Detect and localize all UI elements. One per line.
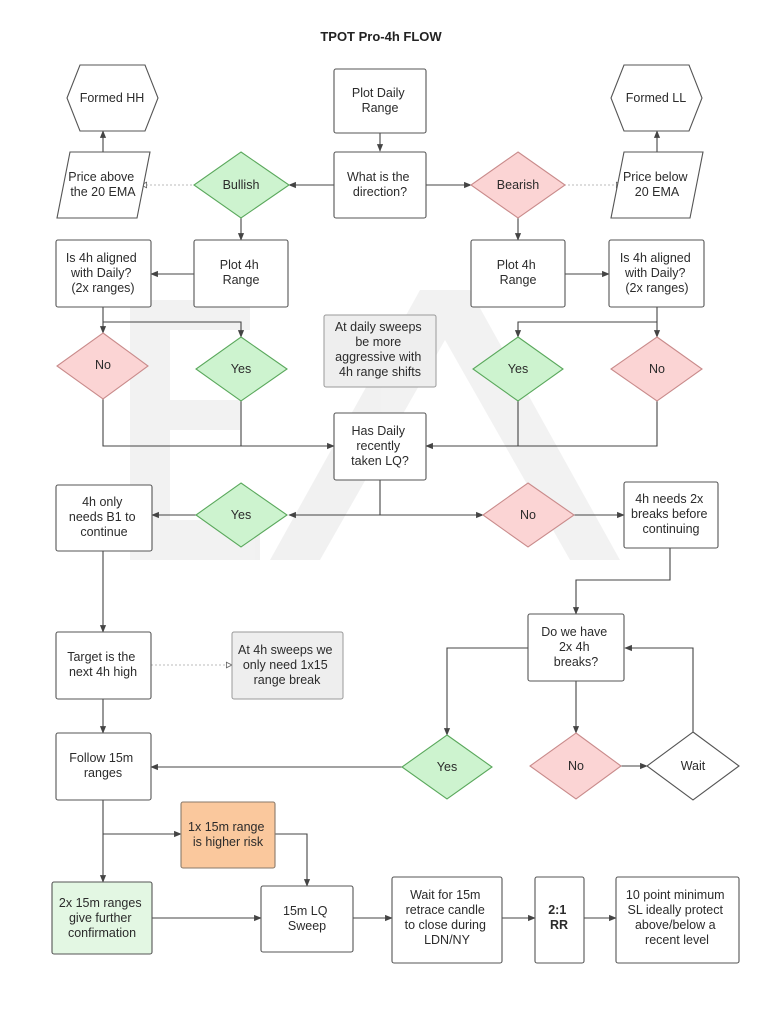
price-below-label: Price below 20 EMA	[623, 170, 691, 199]
bullish-decision: Bullish	[193, 151, 290, 219]
plot-daily-range-label: Plot Daily Range	[352, 86, 408, 115]
no-low-decision: No	[529, 732, 622, 800]
no-left-label: No	[95, 358, 111, 372]
lq-sweep-label: 15m LQ Sweep	[283, 904, 331, 933]
yes-right-label: Yes	[508, 362, 528, 376]
two-15m-node: 2x 15m ranges give further confirmation	[51, 881, 153, 955]
follow-15m-label: Follow 15m ranges	[69, 751, 136, 780]
lq-sweep-node: 15m LQ Sweep	[260, 885, 354, 953]
rr-label: 2:1 RR	[548, 903, 570, 932]
sl-label: 10 point minimum SL ideally protect abov…	[626, 888, 728, 947]
higher-risk-node: 1x 15m range is higher risk	[180, 801, 276, 869]
aligned-left-node: Is 4h aligned with Daily? (2x ranges)	[55, 239, 152, 308]
daily-sweeps-note-label: At daily sweeps be more aggressive with …	[335, 320, 425, 379]
wait-label: Wait	[681, 759, 706, 773]
direction-node: What is the direction?	[333, 151, 427, 219]
rr-node: 2:1 RR	[534, 876, 585, 964]
daily-lq-node: Has Daily recently taken LQ?	[333, 412, 427, 481]
sl-node: 10 point minimum SL ideally protect abov…	[615, 876, 740, 964]
formed-ll-node: Formed LL	[610, 64, 703, 132]
bullish-label: Bullish	[223, 178, 260, 192]
diagram-title: TPOT Pro-4h FLOW	[320, 29, 442, 44]
wait-decision: Wait	[646, 731, 740, 801]
plot-daily-range-node: Plot Daily Range	[333, 68, 427, 134]
no-low-label: No	[568, 759, 584, 773]
yes-low-label: Yes	[437, 760, 457, 774]
plot-4h-left-label: Plot 4h Range	[220, 258, 262, 287]
direction-label: What is the direction?	[347, 170, 413, 199]
no-mid-label: No	[520, 508, 536, 522]
retrace-label: Wait for 15m retrace candle to close dur…	[405, 888, 490, 947]
aligned-right-node: Is 4h aligned with Daily? (2x ranges)	[608, 239, 705, 308]
no-left-decision: No	[56, 332, 149, 400]
daily-lq-label: Has Daily recently taken LQ?	[351, 424, 409, 468]
yes-left-label: Yes	[231, 362, 251, 376]
plot-4h-right-label: Plot 4h Range	[497, 258, 539, 287]
needs-2x-node: 4h needs 2x breaks before continuing	[623, 481, 719, 549]
higher-risk-label: 1x 15m range is higher risk	[188, 820, 268, 849]
two-15m-label: 2x 15m ranges give further confirmation	[59, 896, 145, 940]
two-breaks-label: Do we have 2x 4h breaks?	[541, 625, 611, 669]
price-below-node: Price below 20 EMA	[610, 151, 704, 219]
plot-4h-right-node: Plot 4h Range	[470, 239, 566, 308]
follow-15m-node: Follow 15m ranges	[55, 732, 152, 801]
aligned-left-label: Is 4h aligned with Daily? (2x ranges)	[66, 251, 140, 295]
two-breaks-node: Do we have 2x 4h breaks?	[527, 613, 625, 682]
retrace-node: Wait for 15m retrace candle to close dur…	[391, 876, 503, 964]
bearish-decision: Bearish	[470, 151, 566, 219]
sweeps-4h-note: At 4h sweeps we only need 1x15 range bre…	[231, 631, 344, 700]
plot-4h-left-node: Plot 4h Range	[193, 239, 289, 308]
no-mid-decision: No	[482, 482, 575, 548]
target-4h-label: Target is the next 4h high	[67, 650, 139, 679]
formed-ll-label: Formed LL	[626, 91, 686, 105]
target-4h-node: Target is the next 4h high	[55, 631, 152, 700]
yes-right-decision: Yes	[472, 336, 564, 402]
yes-mid-decision: Yes	[195, 482, 288, 548]
connectors	[99, 130, 694, 922]
yes-mid-label: Yes	[231, 508, 251, 522]
sweeps-4h-note-label: At 4h sweeps we only need 1x15 range bre…	[238, 643, 336, 687]
yes-left-decision: Yes	[195, 336, 288, 402]
daily-sweeps-note: At daily sweeps be more aggressive with …	[323, 314, 437, 388]
bearish-label: Bearish	[497, 178, 539, 192]
needs-2x-label: 4h needs 2x breaks before continuing	[631, 492, 711, 536]
formed-hh-node: Formed HH	[66, 64, 159, 132]
b1-continue-label: 4h only needs B1 to continue	[69, 495, 139, 539]
no-right-label: No	[649, 362, 665, 376]
yes-low-decision: Yes	[401, 734, 493, 800]
price-above-node: Price above the 20 EMA	[56, 151, 151, 219]
price-above-label: Price above the 20 EMA	[68, 170, 138, 199]
aligned-right-label: Is 4h aligned with Daily? (2x ranges)	[620, 251, 694, 295]
formed-hh-label: Formed HH	[80, 91, 145, 105]
b1-continue-node: 4h only needs B1 to continue	[55, 484, 153, 552]
no-right-decision: No	[610, 336, 703, 402]
